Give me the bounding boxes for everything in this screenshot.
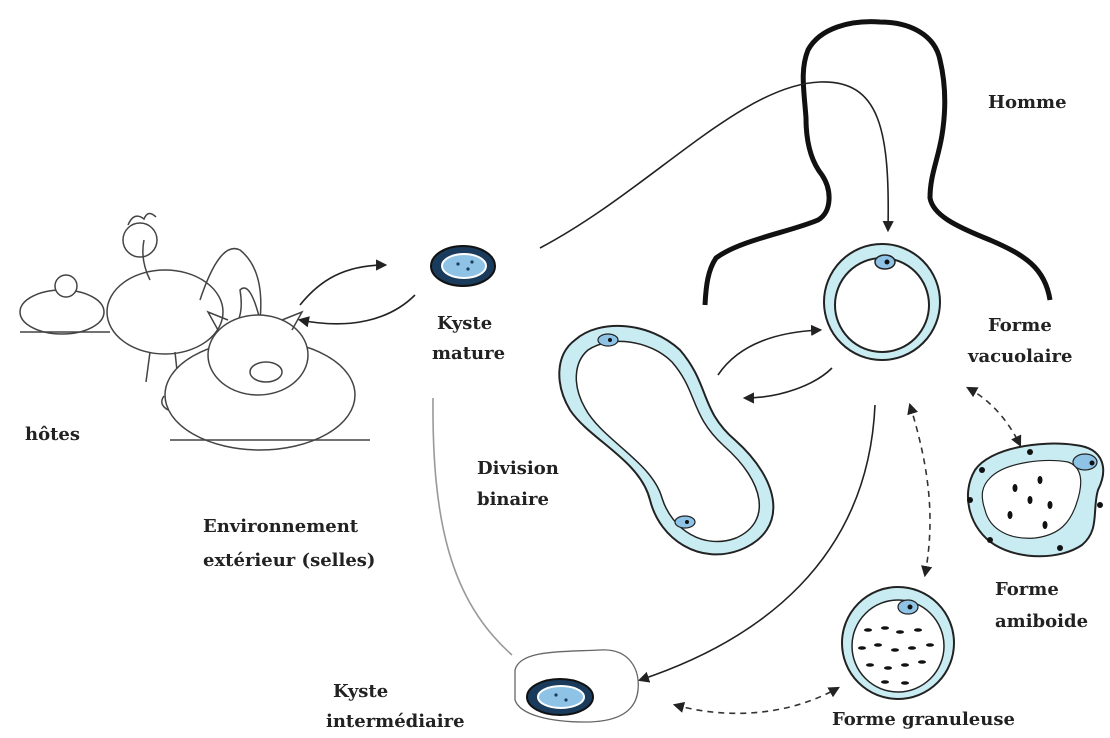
label-hotes: hôtes — [25, 424, 80, 445]
mature-cyst-icon — [431, 246, 495, 286]
binary-division-icon — [559, 326, 773, 555]
label-forme-granuleuse: Forme granuleuse — [832, 709, 1015, 730]
arrow-cyst-to-human — [540, 82, 888, 248]
arrow-to-division — [745, 368, 832, 398]
label-division-binaire-2: binaire — [477, 489, 549, 510]
intermediate-cyst-icon — [515, 650, 638, 722]
arrow-cyst-to-hosts — [300, 295, 415, 324]
dashed-intermediate-granular — [675, 688, 838, 713]
label-kyste-mature-1: Kyste — [437, 313, 492, 334]
amoeboid-form-icon — [967, 444, 1103, 557]
label-forme-amiboide-2: amiboide — [995, 611, 1088, 632]
label-kyste-mature-2: mature — [432, 343, 505, 364]
label-environnement-2: extérieur (selles) — [203, 550, 375, 571]
label-forme-vacuolaire-2: vacuolaire — [967, 346, 1072, 367]
label-division-binaire-1: Division — [477, 458, 559, 479]
label-forme-amiboide-1: Forme — [995, 579, 1059, 600]
label-kyste-intermediaire-1: Kyste — [333, 681, 388, 702]
label-environnement-1: Environnement — [203, 516, 359, 537]
line-intermediate-to-cyst — [433, 398, 512, 655]
granular-form-icon — [842, 587, 954, 699]
arrow-hosts-to-cyst — [300, 265, 385, 305]
hosts-animals-icon — [20, 213, 370, 450]
vacuolar-form-icon — [824, 244, 940, 360]
label-homme: Homme — [988, 92, 1067, 113]
label-forme-vacuolaire-1: Forme — [988, 315, 1052, 336]
dashed-vacuolar-amoeboid — [968, 388, 1020, 445]
arrow-division-to-vacuolar — [718, 330, 820, 375]
dashed-vacuolar-granular — [910, 405, 930, 575]
label-kyste-intermediaire-2: intermédiaire — [326, 711, 465, 732]
